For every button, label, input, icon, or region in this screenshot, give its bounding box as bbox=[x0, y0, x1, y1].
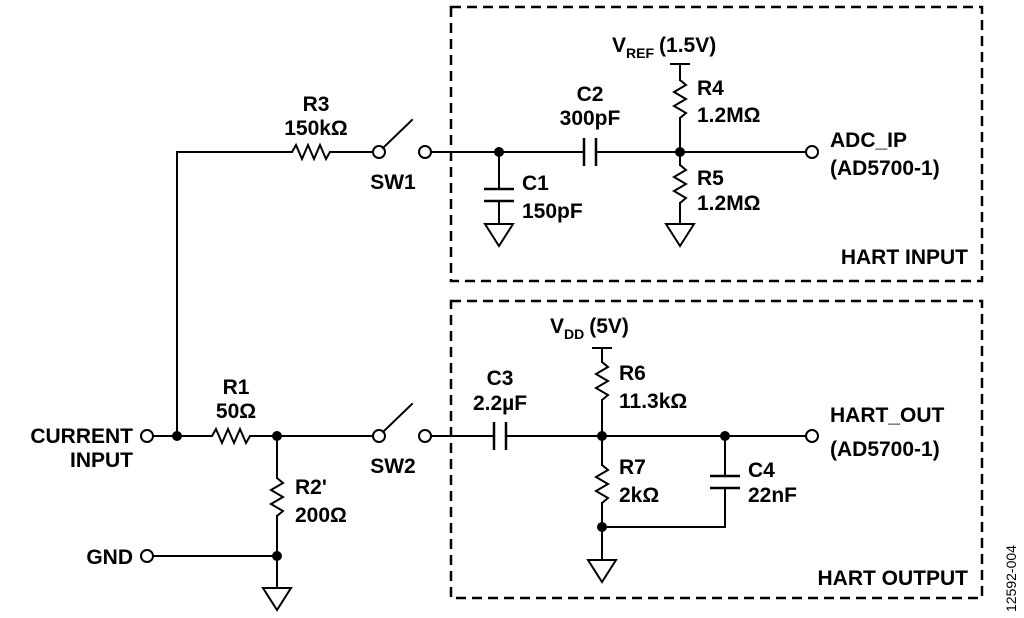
r3-value: 150kΩ bbox=[284, 117, 348, 140]
hart-output-block bbox=[449, 299, 984, 600]
c1-value: 150pF bbox=[522, 200, 583, 223]
c3-ref: C3 bbox=[487, 367, 514, 390]
r6-value: 11.3kΩ bbox=[619, 390, 687, 413]
resistor-r4 bbox=[672, 79, 688, 119]
switch-sw2[interactable] bbox=[372, 402, 432, 443]
wire bbox=[176, 151, 293, 437]
sw2-label: SW2 bbox=[370, 455, 416, 478]
r7-value: 2kΩ bbox=[619, 484, 659, 507]
resistor-r5 bbox=[672, 164, 688, 204]
c3-value: 2.2µF bbox=[473, 392, 527, 415]
switch-sw1[interactable] bbox=[372, 118, 432, 159]
resistor-r1 bbox=[211, 426, 251, 446]
r4-value: 1.2MΩ bbox=[697, 104, 761, 127]
current-input-label-line1: CURRENT bbox=[30, 425, 133, 448]
ground-symbol bbox=[586, 559, 618, 584]
c2-ref: C2 bbox=[577, 83, 604, 106]
r2-ref: R2' bbox=[295, 476, 327, 499]
resistor-r7 bbox=[594, 464, 610, 504]
current-input-terminal[interactable] bbox=[140, 429, 154, 443]
gnd-label: GND bbox=[86, 546, 133, 569]
resistor-r3 bbox=[291, 142, 331, 162]
r5-value: 1.2MΩ bbox=[697, 192, 761, 215]
r4-ref: R4 bbox=[697, 77, 724, 100]
hart-out-label-line2: (AD5700-1) bbox=[830, 438, 940, 461]
r3-ref: R3 bbox=[303, 93, 330, 116]
adc-ip-label-line1: ADC_IP bbox=[830, 129, 907, 152]
resistor-r6 bbox=[594, 361, 610, 401]
gnd-terminal[interactable] bbox=[140, 549, 154, 563]
wire bbox=[601, 487, 726, 528]
c4-ref: C4 bbox=[748, 459, 775, 482]
capacitor-c1 bbox=[484, 187, 514, 203]
capacitor-c3 bbox=[492, 422, 508, 450]
c1-ref: C1 bbox=[522, 172, 549, 195]
adc-ip-label-line2: (AD5700-1) bbox=[830, 157, 940, 180]
c4-value: 22nF bbox=[748, 484, 797, 507]
vref-label: VREF(1.5V) bbox=[612, 34, 716, 61]
ground-symbol bbox=[483, 223, 515, 248]
figure-id: 12592-004 bbox=[1003, 545, 1019, 612]
r1-value: 50Ω bbox=[216, 400, 256, 423]
sw1-label: SW1 bbox=[370, 171, 416, 194]
r5-ref: R5 bbox=[697, 167, 724, 190]
current-input-label-line2: INPUT bbox=[70, 449, 133, 472]
hart-input-block bbox=[449, 5, 984, 283]
r7-ref: R7 bbox=[619, 456, 646, 479]
hart-out-terminal[interactable] bbox=[805, 429, 819, 443]
r1-ref: R1 bbox=[223, 376, 250, 399]
hart-out-label-line1: HART_OUT bbox=[830, 404, 945, 427]
hart-output-block-label: HART OUTPUT bbox=[818, 567, 969, 590]
resistor-r2 bbox=[269, 477, 285, 517]
r6-ref: R6 bbox=[619, 362, 646, 385]
ground-symbol bbox=[261, 587, 293, 612]
c2-value: 300pF bbox=[560, 107, 621, 130]
capacitor-c2 bbox=[582, 138, 598, 166]
hart-input-block-label: HART INPUT bbox=[841, 246, 968, 269]
capacitor-c4 bbox=[710, 474, 740, 490]
vdd-label: VDD(5V) bbox=[550, 315, 629, 342]
r2-value: 200Ω bbox=[295, 504, 347, 527]
ground-symbol bbox=[664, 223, 696, 248]
adc-ip-terminal[interactable] bbox=[805, 145, 819, 159]
